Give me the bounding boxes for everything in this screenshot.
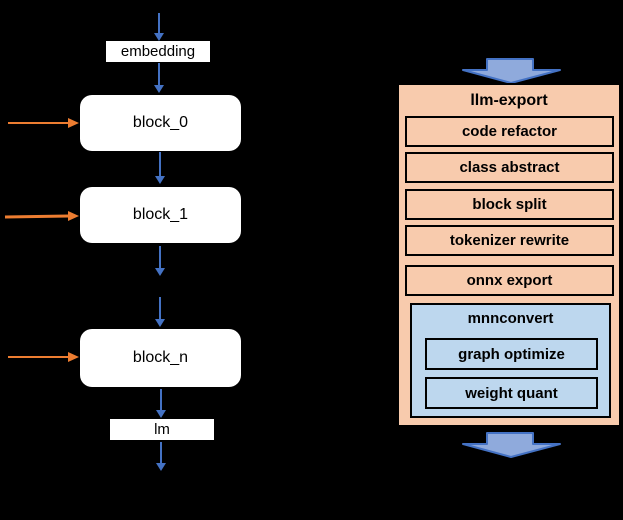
big-down-arrow-bottom-icon bbox=[462, 432, 561, 458]
llm-export-panel: llm-export code refactor class abstract … bbox=[397, 83, 621, 427]
input-arrow-block1-icon bbox=[4, 211, 79, 221]
flow-arrow-lm-output-icon bbox=[156, 442, 166, 471]
flow-arrow-blockn-to-lm-icon bbox=[156, 389, 166, 418]
flow-arrow-block0-to-block1-icon bbox=[155, 152, 165, 184]
step-code-refactor: code refactor bbox=[405, 116, 614, 147]
block-1-node: block_1 bbox=[80, 187, 241, 243]
step-class-abstract: class abstract bbox=[405, 152, 614, 183]
step-block-split: block split bbox=[405, 189, 614, 220]
input-arrow-blockn-icon bbox=[8, 352, 79, 362]
big-down-arrow-top-icon bbox=[462, 58, 561, 84]
flow-arrow-into-blockn-icon bbox=[155, 297, 165, 327]
substep-weight-quant: weight quant bbox=[425, 377, 598, 409]
substep-graph-optimize: graph optimize bbox=[425, 338, 598, 370]
llm-export-title: llm-export bbox=[470, 92, 548, 109]
lm-node: lm bbox=[110, 419, 214, 440]
embedding-node: embedding bbox=[106, 41, 210, 62]
mnnconvert-panel: mnnconvert graph optimize weight quant bbox=[410, 303, 611, 418]
input-arrow-block0-icon bbox=[8, 118, 79, 128]
block-0-node: block_0 bbox=[80, 95, 241, 151]
step-tokenizer-rewrite: tokenizer rewrite bbox=[405, 225, 614, 256]
mnnconvert-title: mnnconvert bbox=[467, 310, 554, 327]
block-n-node: block_n bbox=[80, 329, 241, 387]
flow-arrow-into-embedding-icon bbox=[154, 13, 164, 41]
step-onnx-export: onnx export bbox=[405, 265, 614, 296]
flow-arrow-embedding-to-block0-icon bbox=[154, 63, 164, 93]
flow-arrow-block1-down-icon bbox=[155, 246, 165, 276]
